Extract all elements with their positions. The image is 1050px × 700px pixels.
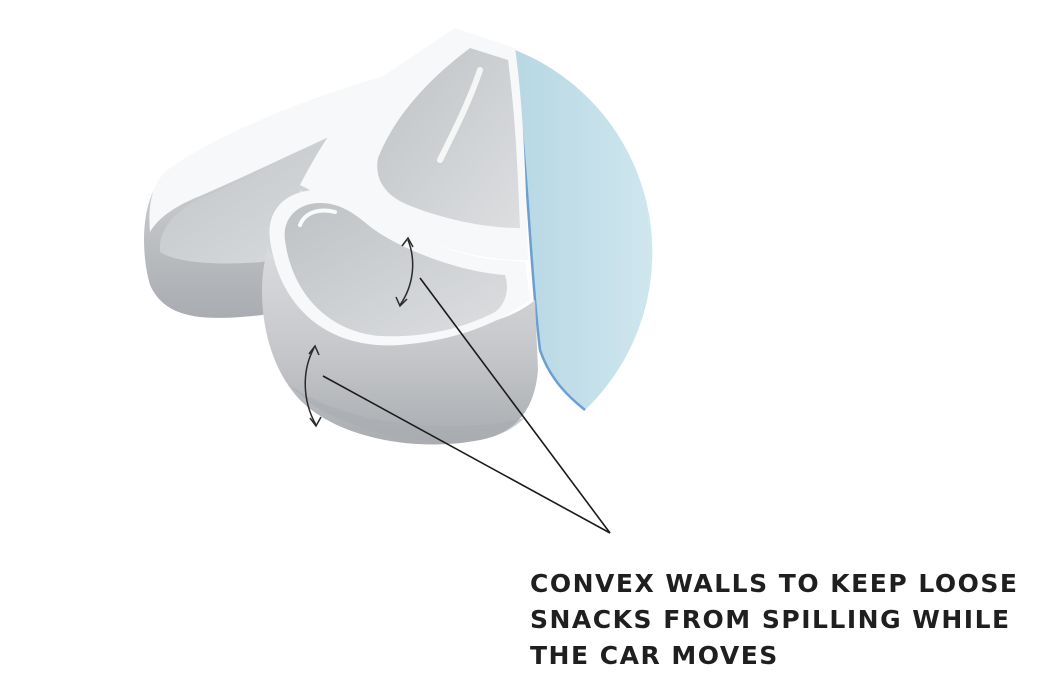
tray-front-compartment: [261, 190, 538, 445]
curved-arrow-icon: [395, 236, 414, 308]
callout-caption: CONVEX WALLS TO KEEP LOOSE SNACKS FROM S…: [530, 566, 1030, 674]
callout-lines: [322, 277, 611, 534]
caption-line: SNACKS FROM SPILLING WHILE: [530, 605, 1011, 634]
curved-arrow-icon: [304, 344, 322, 428]
caption-line: CONVEX WALLS TO KEEP LOOSE: [530, 569, 1019, 598]
caption-line: THE CAR MOVES: [530, 641, 779, 670]
